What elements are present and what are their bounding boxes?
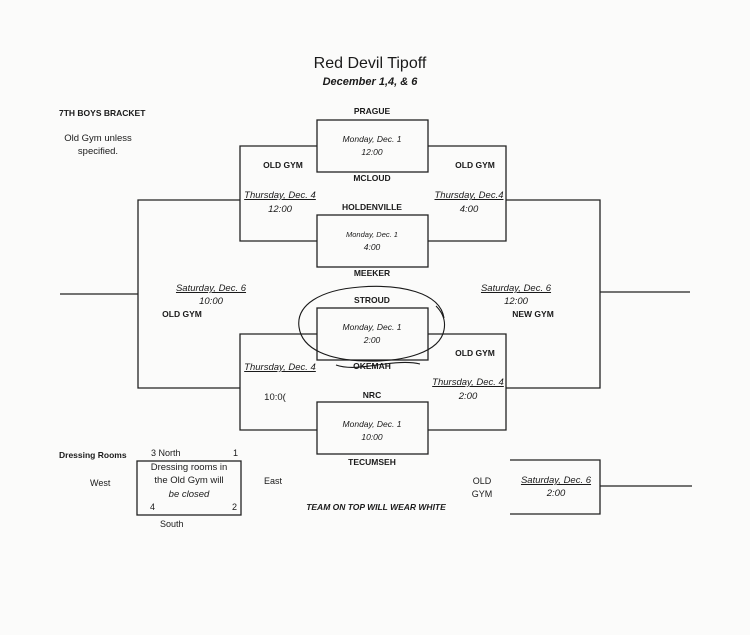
dressing-title: Dressing Rooms — [59, 450, 127, 460]
dressing-n4: 4 — [150, 502, 156, 512]
sf-top-left-venue: OLD GYM — [263, 160, 303, 170]
page-dates: December 1,4, & 6 — [322, 76, 418, 88]
page-title: Red Devil Tipoff — [313, 55, 427, 72]
game4-time: 10:00 — [361, 432, 383, 442]
game3-box — [316, 307, 429, 361]
bracket-label: 7TH BOYS BRACKET — [59, 108, 146, 118]
sf-top-left-time: 12:00 — [268, 204, 292, 215]
team-nrc: NRC — [362, 390, 382, 400]
sf-bot-right-day: Thursday, Dec. 4 — [432, 377, 504, 388]
game1-time: 12:00 — [361, 147, 383, 157]
dressing-box-line1: Dressing rooms in — [150, 462, 228, 473]
team-holdenville: HOLDENVILLE — [342, 202, 402, 212]
dressing-n2: 2 — [232, 502, 238, 512]
sf-top-right-time: 4:00 — [459, 204, 479, 215]
dressing-north: 3 North — [151, 448, 181, 458]
consolation-venue-1: OLD — [472, 476, 492, 486]
sf-bot-right-time: 2:00 — [458, 391, 478, 402]
team-okemah: OKEMAH — [353, 361, 391, 371]
consolation-venue-2: GYM — [471, 489, 493, 499]
game2-day: Monday, Dec. 1 — [346, 230, 398, 239]
final-right-day: Saturday, Dec. 6 — [480, 283, 552, 294]
final-right-venue: NEW GYM — [512, 309, 554, 319]
final-right-lines — [506, 199, 601, 389]
game2-time: 4:00 — [363, 242, 381, 252]
game2-box — [316, 214, 429, 268]
dressing-east: East — [264, 476, 283, 486]
consolation-time: 2:00 — [546, 488, 566, 499]
dressing-box — [136, 460, 242, 516]
team-tecumseh: TECUMSEH — [348, 457, 396, 467]
team-prague: PRAGUE — [353, 106, 391, 116]
game3-day: Monday, Dec. 1 — [342, 322, 402, 332]
dressing-west: West — [90, 478, 111, 488]
game1-box — [316, 119, 429, 173]
sf-top-right-day: Thursday, Dec.4 — [434, 190, 504, 201]
consolation-day: Saturday, Dec. 6 — [520, 475, 592, 486]
game1-day: Monday, Dec. 1 — [342, 134, 402, 144]
sf-top-right-venue: OLD GYM — [455, 160, 495, 170]
dressing-box-line3: be closed — [168, 489, 210, 500]
dressing-box-line2: the Old Gym will — [154, 475, 224, 486]
final-left-time: 10:00 — [199, 296, 223, 307]
note-line1: Old Gym unless — [64, 133, 132, 144]
final-left-lines — [137, 199, 240, 389]
dressing-south: South — [160, 519, 184, 529]
footer-note: TEAM ON TOP WILL WEAR WHITE — [306, 502, 446, 512]
final-right-time: 12:00 — [504, 296, 528, 307]
team-meeker: MEEKER — [353, 268, 391, 278]
game3-time: 2:00 — [363, 335, 381, 345]
sf-bot-left-day: Thursday, Dec. 4 — [244, 362, 316, 373]
game4-box — [316, 401, 429, 455]
sf-bot-left-lines — [239, 333, 317, 431]
sf-bot-left-time: 10:0( — [264, 392, 286, 403]
handdrawn-circle — [298, 285, 446, 362]
sf-top-right-lines — [428, 145, 507, 242]
sf-top-left-lines — [239, 145, 317, 242]
final-left-venue: OLD GYM — [162, 309, 202, 319]
sf-bot-right-lines — [428, 333, 507, 431]
dressing-n1: 1 — [233, 448, 239, 458]
sf-bot-right-venue: OLD GYM — [455, 348, 495, 358]
note-line2: specified. — [77, 146, 119, 157]
consolation-lines — [510, 459, 601, 515]
final-left-day: Saturday, Dec. 6 — [175, 283, 247, 294]
sf-top-left-day: Thursday, Dec. 4 — [244, 190, 316, 201]
team-stroud: STROUD — [354, 295, 390, 305]
game4-day: Monday, Dec. 1 — [342, 419, 402, 429]
team-mcloud: MCLOUD — [353, 173, 391, 183]
